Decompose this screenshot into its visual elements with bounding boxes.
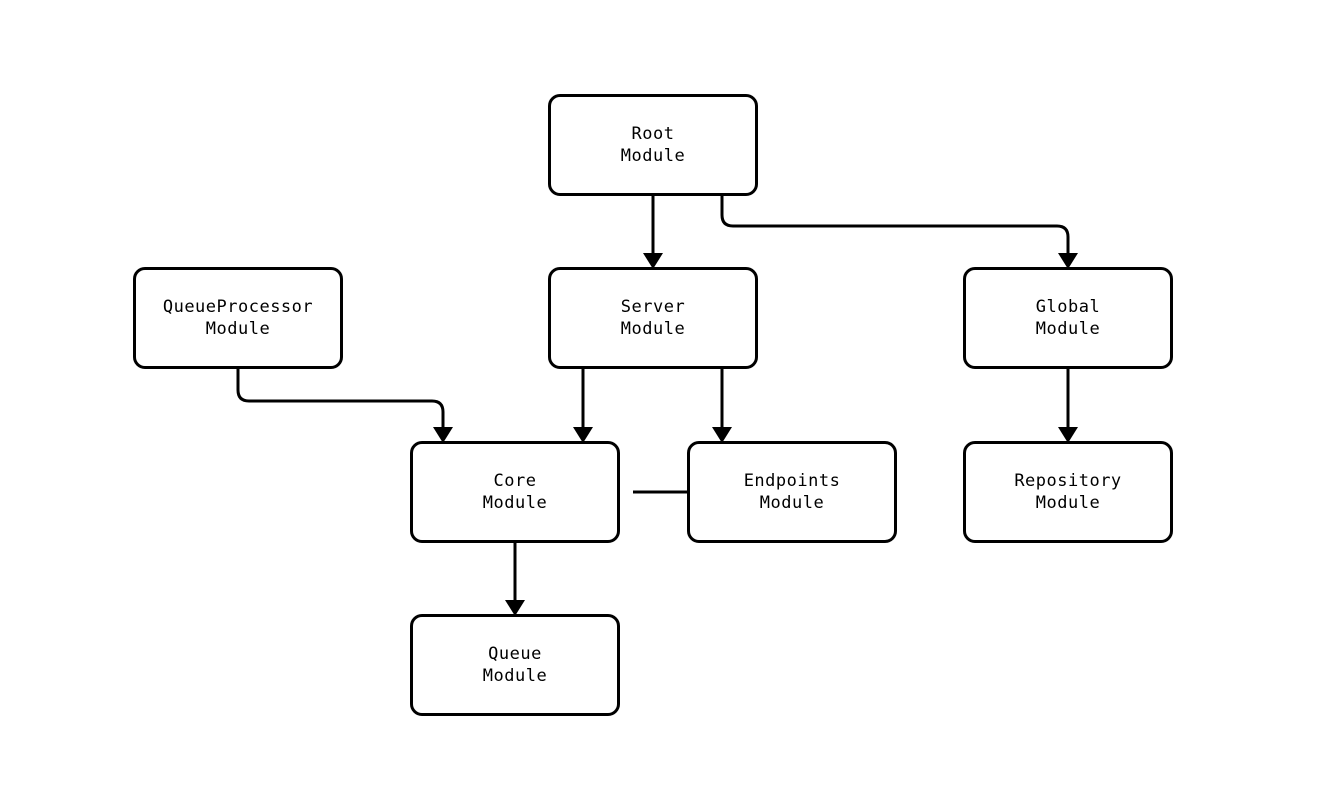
node-server-module-subtitle: Module [620,319,686,339]
node-global-module-subtitle: Module [1035,319,1101,339]
node-global-module[interactable]: Global Module [963,267,1173,369]
node-repository-module-title: Repository [1014,471,1122,491]
node-queueprocessor-module-subtitle: Module [205,319,271,339]
node-endpoints-module[interactable]: Endpoints Module [687,441,897,543]
node-core-module-subtitle: Module [482,493,548,513]
node-server-module-title: Server [620,297,686,317]
node-queue-module-title: Queue [488,644,542,664]
node-global-module-title: Global [1035,297,1101,317]
node-queueprocessor-module[interactable]: QueueProcessor Module [133,267,343,369]
node-server-module[interactable]: Server Module [548,267,758,369]
node-root-module-subtitle: Module [620,146,686,166]
node-queue-module-subtitle: Module [482,666,548,686]
node-queueprocessor-module-title: QueueProcessor [162,297,314,317]
node-queue-module[interactable]: Queue Module [410,614,620,716]
node-repository-module-subtitle: Module [1035,493,1101,513]
node-root-module-title: Root [631,124,675,144]
node-core-module[interactable]: Core Module [410,441,620,543]
node-endpoints-module-subtitle: Module [759,493,825,513]
edge-queueprocessor-to-core [236,369,445,430]
node-root-module[interactable]: Root Module [548,94,758,196]
node-core-module-title: Core [493,471,537,491]
edge-root-to-global [720,196,1070,256]
node-endpoints-module-title: Endpoints [743,471,841,491]
node-repository-module[interactable]: Repository Module [963,441,1173,543]
